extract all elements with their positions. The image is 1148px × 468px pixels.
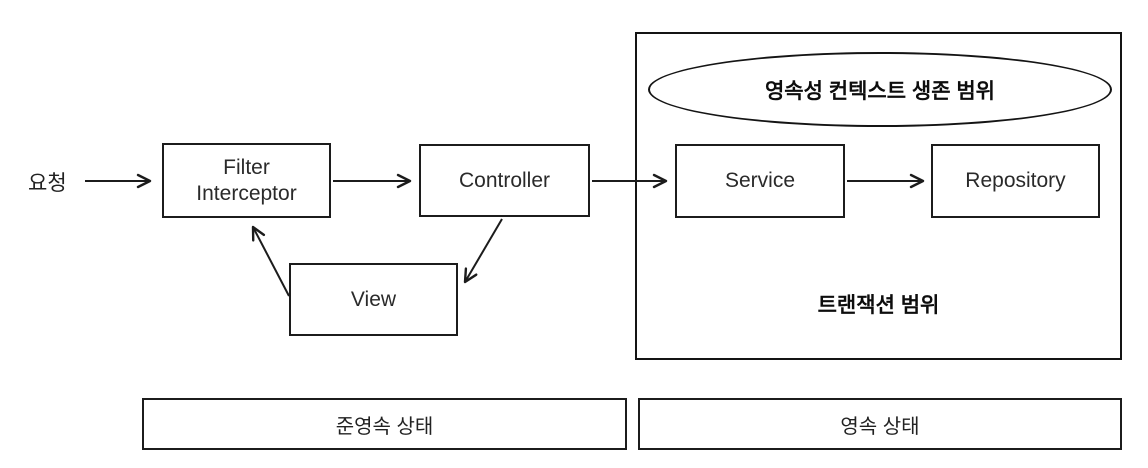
detached-state-label: 준영속 상태 xyxy=(335,415,434,438)
node-view-label: View xyxy=(350,287,397,311)
node-service-label: Service xyxy=(724,169,796,193)
node-controller: Controller xyxy=(419,144,590,217)
node-filter-interceptor-label-line1: Filter xyxy=(223,155,270,179)
node-service: Service xyxy=(675,144,845,218)
node-repository-label: Repository xyxy=(965,169,1066,193)
persistence-context-scope-ellipse: 영속성 컨텍스트 생존 범위 xyxy=(648,52,1112,127)
persistent-state-label: 영속 상태 xyxy=(840,415,920,438)
node-filter-interceptor-label-line2: Interceptor xyxy=(196,181,297,205)
arrow-controller-to-view xyxy=(463,218,503,284)
node-view: View xyxy=(289,263,458,336)
node-filter-interceptor: Filter Interceptor xyxy=(162,143,331,218)
transaction-scope-label: 트랜잭션 범위 xyxy=(817,294,940,317)
node-repository: Repository xyxy=(931,144,1100,218)
arrow-view-to-filter xyxy=(251,225,290,297)
persistent-state-box: 영속 상태 xyxy=(638,398,1122,450)
request-label: 요청 xyxy=(28,172,67,195)
detached-state-box: 준영속 상태 xyxy=(142,398,627,450)
node-controller-label: Controller xyxy=(458,168,551,192)
transaction-scope-box xyxy=(635,32,1122,360)
persistence-context-scope-label: 영속성 컨텍스트 생존 범위 xyxy=(764,79,996,103)
